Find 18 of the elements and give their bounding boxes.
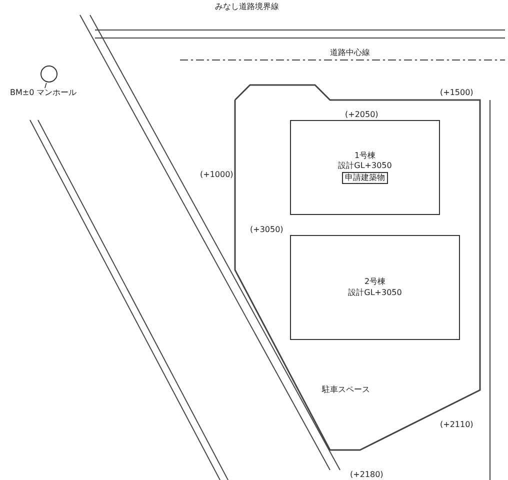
ground-level-text: 設計GL+3050 bbox=[348, 288, 402, 298]
building-name: 1号棟 bbox=[354, 150, 376, 161]
parking-note: 駐車スペース bbox=[322, 385, 370, 395]
height-dimension: (+2110) bbox=[440, 420, 474, 430]
building-tag: 申請建築物 bbox=[342, 172, 388, 184]
centerline-note: 道路中心線 bbox=[330, 48, 370, 58]
height-dimension: (+1500) bbox=[440, 88, 474, 98]
height-dimension: (+1000) bbox=[200, 170, 234, 180]
building-outline bbox=[290, 235, 460, 340]
building-outline bbox=[290, 120, 440, 215]
boundary-note: みなし道路境界線 bbox=[215, 2, 279, 12]
leader-line bbox=[44, 82, 47, 88]
callout-text: BM±0 マンホール bbox=[10, 88, 77, 98]
height-dimension: (+2050) bbox=[345, 110, 378, 120]
building-name: 2号棟 bbox=[364, 277, 386, 288]
height-dimension: (+3050) bbox=[250, 225, 284, 235]
ground-level-text: 設計GL+3050 bbox=[338, 161, 392, 172]
height-dimension: (+2180) bbox=[350, 470, 384, 480]
